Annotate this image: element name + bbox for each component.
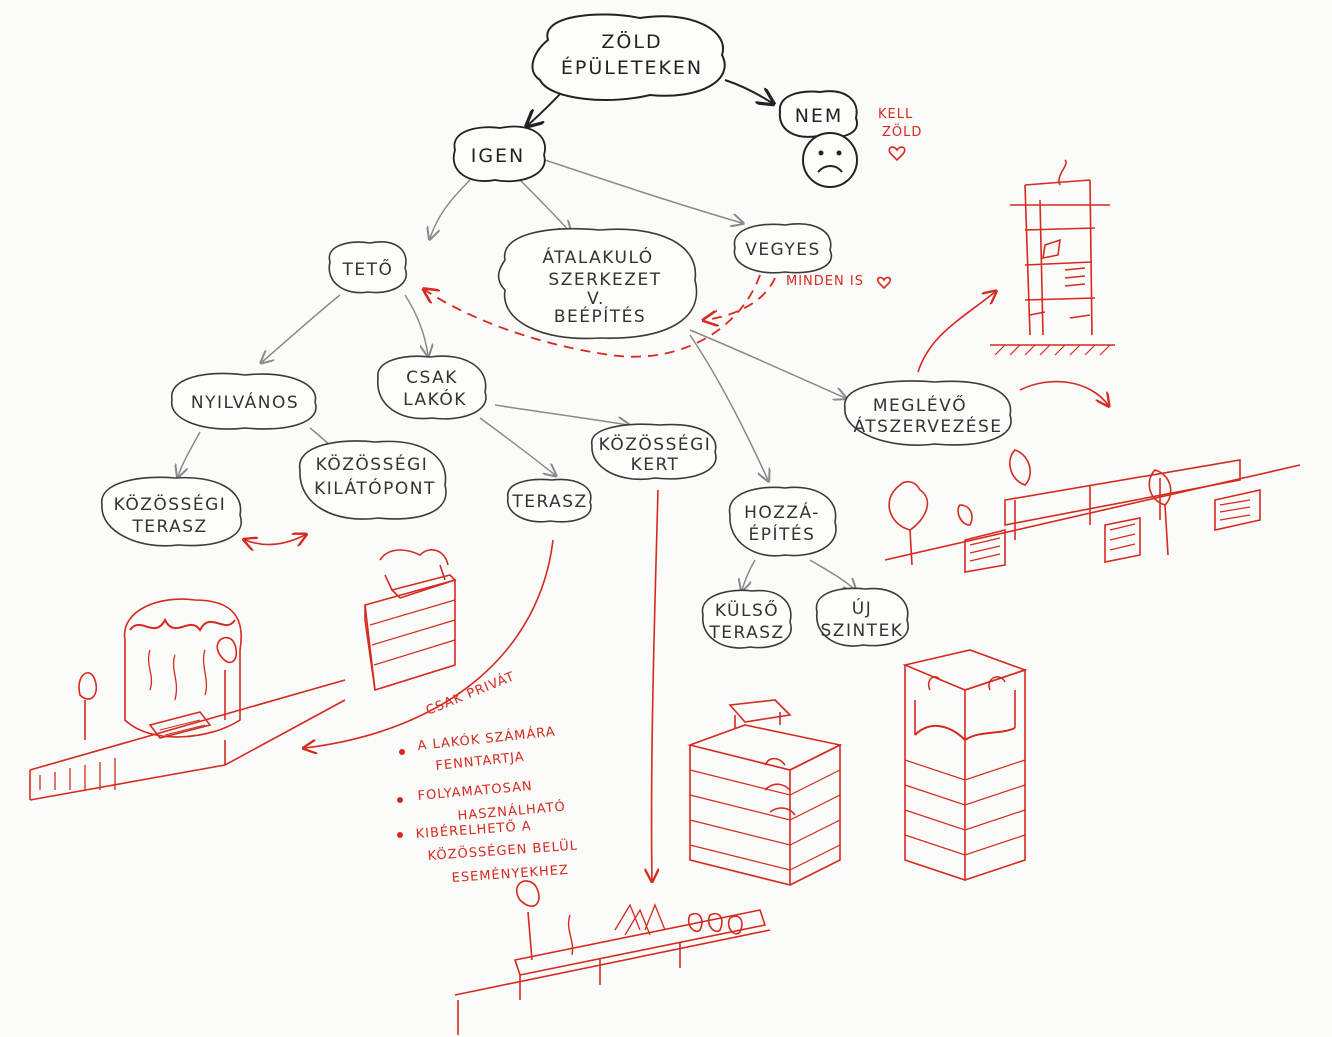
kilatopont-line-2: KILÁTÓPONT: [314, 477, 436, 499]
kulso-terasz-line-2: TERASZ: [708, 623, 784, 643]
kulso-terasz-line-1: KÜLSŐ: [715, 599, 779, 621]
double-arrow-terasz-kilatopont: [245, 535, 305, 545]
sad-face-icon: [802, 132, 858, 188]
bullet-list: A LAKÓK SZÁMÁRA FENNTARTJA FOLYAMATOSAN …: [397, 724, 578, 886]
kozossegi-kert-line-1: KÖZÖSSÉGI: [599, 433, 712, 455]
arrow-teto-nyilvanos: [262, 294, 341, 362]
bullet-2-line-1: FOLYAMATOSAN: [417, 779, 533, 804]
minden-is-label: MINDEN IS: [786, 274, 864, 289]
bullet-3-line-2: KÖZÖSSÉGEN BELÜL: [427, 837, 578, 864]
node-kozossegi-terasz: KÖZÖSSÉGI TERASZ: [101, 476, 242, 547]
arrow-igen-teto: [430, 179, 471, 238]
dashed-arrow-vegyes-teto: [425, 274, 761, 358]
node-terasz: TERASZ: [507, 478, 592, 523]
dashed-arrow-vegyes-atalakulo: [705, 277, 776, 320]
node-nem: NEM: [778, 90, 858, 139]
node-meglevo: MEGLÉVŐ ÁTSZERVEZÉSE: [844, 380, 1012, 446]
node-uj-szintek: ÚJ SZINTEK: [815, 587, 909, 647]
sketch-street-section: [884, 449, 1301, 573]
arrow-atalakulo-hozzaepites: [689, 334, 768, 480]
arrow-kert-to-sketch: [652, 489, 658, 880]
arrow-csak-lakok-terasz: [479, 417, 555, 475]
node-hozzaepites: HOZZÁ- ÉPÍTÉS: [728, 486, 837, 557]
node-kozossegi-kilatopont: KÖZÖSSÉGI KILÁTÓPONT: [299, 440, 447, 520]
node-atalakulo: ÁTALAKULÓ SZERKEZET V. BEÉPÍTÉS: [497, 227, 698, 340]
teto-label: TETŐ: [342, 258, 394, 280]
arrow-igen-atalakulo: [519, 179, 570, 232]
kell-zold-line-1: KELL: [878, 107, 913, 122]
hozzaepites-line-2: ÉPÍTÉS: [749, 523, 816, 545]
node-csak-lakok: CSAK LAKÓK: [377, 355, 487, 420]
heart-icon-small: [876, 276, 892, 290]
arrow-atalakulo-meglevo: [689, 329, 845, 398]
kozossegi-kert-line-2: KERT: [631, 455, 680, 475]
meglevo-line-1: MEGLÉVŐ: [873, 394, 967, 416]
atalakulo-line-3: V.: [587, 289, 605, 309]
heart-icon: [888, 146, 906, 162]
igen-label: IGEN: [471, 145, 526, 167]
csak-privat-label: CSAK PRIVÁT: [424, 668, 518, 718]
nem-label: NEM: [795, 105, 844, 127]
node-teto: TETŐ: [328, 241, 408, 294]
root-line-2: ÉPÜLETEKEN: [561, 56, 703, 79]
hozzaepites-line-1: HOZZÁ-: [744, 501, 820, 523]
atalakulo-line-2: SZERKEZET: [548, 270, 661, 290]
arrow-nyilvanos-kozossegi-terasz: [178, 431, 201, 476]
arrow-meglevo-to-tower: [917, 292, 995, 373]
sketch-community-garden: [454, 880, 771, 1035]
sketch-lookout-tower: [364, 549, 457, 692]
node-kulso-terasz: KÜLSŐ TERASZ: [701, 589, 792, 649]
kilatopont-line-1: KÖZÖSSÉGI: [316, 453, 429, 475]
arrow-meglevo-to-street: [1019, 380, 1108, 405]
kell-zold-line-2: ZÖLD: [882, 123, 922, 140]
arrow-igen-vegyes: [544, 159, 742, 223]
meglevo-line-2: ÁTSZERVEZÉSE: [853, 415, 1002, 437]
sketch-mixed-tower: [990, 159, 1115, 356]
sketch-added-floors-tower: [902, 649, 1028, 882]
atalakulo-line-4: BEÉPÍTÉS: [554, 305, 646, 327]
uj-szintek-line-2: SZINTEK: [821, 621, 904, 641]
atalakulo-line-1: ÁTALAKULÓ: [542, 246, 653, 268]
sketch-public-rooftop: [29, 598, 346, 801]
arrow-teto-csak-lakok: [404, 294, 428, 355]
kozossegi-terasz-line-1: KÖZÖSSÉGI: [114, 493, 227, 515]
arrow-terasz-to-sketch: [305, 539, 554, 748]
node-root: ZÖLD ÉPÜLETEKEN: [531, 13, 726, 101]
arrow-hozzaepites-uj: [809, 559, 855, 590]
root-line-1: ZÖLD: [601, 30, 662, 53]
bullet-1-line-1: A LAKÓK SZÁMÁRA: [417, 724, 557, 754]
uj-szintek-line-1: ÚJ: [852, 597, 872, 619]
vegyes-label: VEGYES: [745, 240, 821, 260]
terasz-label: TERASZ: [511, 492, 587, 512]
node-vegyes: VEGYES: [733, 223, 833, 274]
nyilvanos-label: NYILVÁNOS: [191, 391, 299, 413]
node-kozossegi-kert: KÖZÖSSÉGI KERT: [591, 423, 717, 480]
csak-lakok-line-2: LAKÓK: [403, 388, 467, 410]
csak-lakok-line-1: CSAK: [406, 368, 458, 388]
sketch-terrace-tower: [687, 699, 843, 887]
node-nyilvanos: NYILVÁNOS: [171, 372, 317, 430]
node-igen: IGEN: [452, 125, 546, 183]
arrow-hozzaepites-kulso: [742, 559, 756, 590]
connectors: [178, 71, 855, 590]
bullet-3-line-3: ESEMÉNYEKHEZ: [451, 862, 569, 886]
arrow-root-nem: [724, 79, 772, 103]
arrow-csak-lakok-kozossegi-kert: [494, 404, 628, 425]
kozossegi-terasz-line-2: TERASZ: [131, 517, 207, 537]
bullet-1-line-2: FENNTARTJA: [435, 750, 526, 774]
